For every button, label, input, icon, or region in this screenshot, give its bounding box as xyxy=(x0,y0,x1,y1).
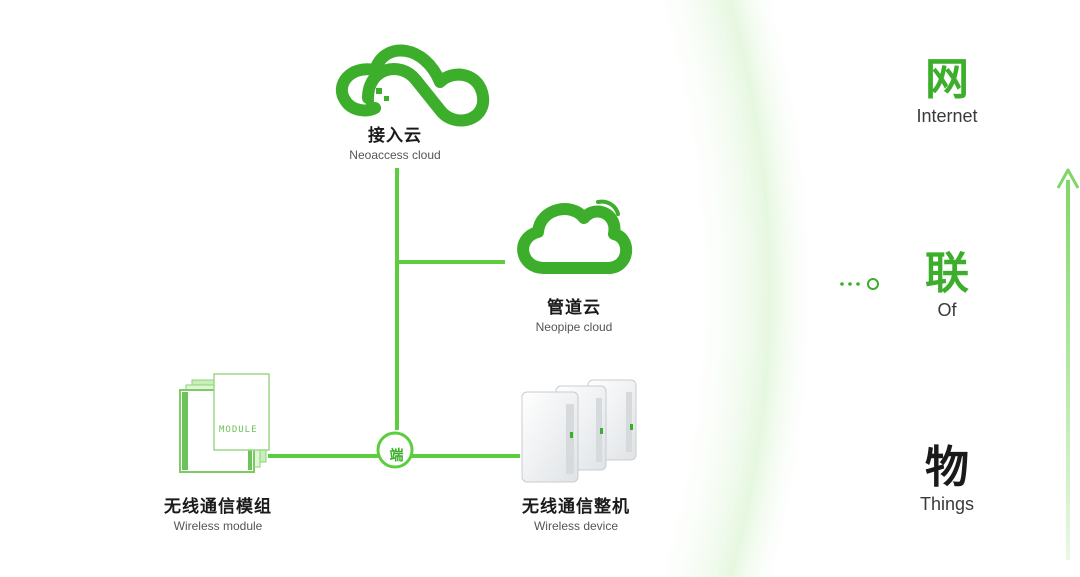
wireless-module-image xyxy=(179,373,270,473)
terminal-label: 端 xyxy=(390,445,405,465)
wireless-device-label-en: Wireless device xyxy=(533,519,619,533)
wireless-module-label: 无线通信模组 Wireless module xyxy=(164,492,272,533)
pipe-cloud-label-en: Neopipe cloud xyxy=(535,320,613,334)
access-cloud-label-zh: 接入云 xyxy=(367,126,422,146)
access-cloud-label: 接入云 Neoaccess cloud xyxy=(349,121,440,162)
pipe-cloud-label: 管道云 Neopipe cloud xyxy=(536,293,613,334)
side-things-zh: 物 xyxy=(925,442,969,493)
side-of-en: Of xyxy=(937,300,957,320)
side-of: 联 Of xyxy=(897,250,997,321)
wireless-module-label-en: Wireless module xyxy=(173,519,263,533)
side-things: 物 Things xyxy=(897,444,997,515)
dotted-connector xyxy=(840,278,879,290)
access-cloud-label-en: Neoaccess cloud xyxy=(349,148,441,162)
wireless-device-image xyxy=(521,379,637,483)
side-internet-zh: 网 xyxy=(925,54,969,105)
side-internet: 网 Internet xyxy=(897,56,997,127)
upward-arrow xyxy=(1056,168,1080,560)
wireless-module-label-zh: 无线通信模组 xyxy=(164,497,272,517)
side-things-en: Things xyxy=(919,494,975,514)
wireless-device-label-zh: 无线通信整机 xyxy=(522,497,630,517)
terminal-label-zh: 端 xyxy=(389,448,405,464)
terminal-node xyxy=(376,431,414,469)
module-device-text: MODULE xyxy=(219,425,258,435)
wireless-device-label: 无线通信整机 Wireless device xyxy=(522,492,630,533)
side-of-zh: 联 xyxy=(925,248,969,299)
side-internet-en: Internet xyxy=(916,106,978,126)
access-cloud-icon xyxy=(335,44,490,127)
pipe-cloud-icon xyxy=(517,199,633,274)
pipe-cloud-label-zh: 管道云 xyxy=(546,298,601,318)
